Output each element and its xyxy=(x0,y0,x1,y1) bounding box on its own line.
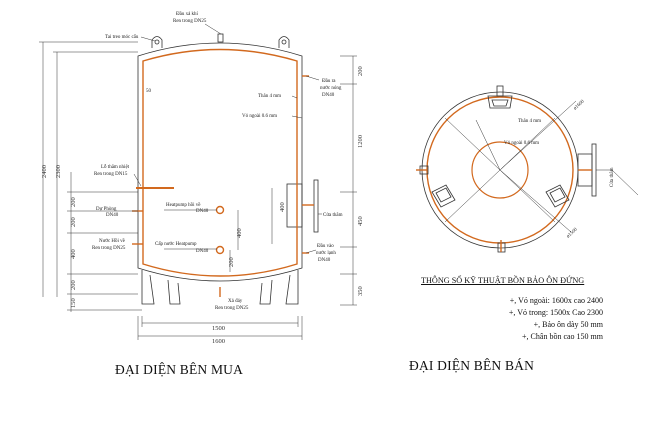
spec-line: +, Vỏ trong: 1500x Cao 2300 xyxy=(508,308,603,317)
center-ring xyxy=(471,141,529,199)
label-hp-supply-size: DN40 xyxy=(196,249,209,254)
dim-r200: 200 xyxy=(357,66,364,76)
label-cold-in-2: nước lạnh xyxy=(316,251,336,256)
spec-line: +, Bảo ôn dày 50 mm xyxy=(533,320,603,329)
label-vent: Đầu xả khí xyxy=(176,12,199,17)
label-thickness: Thân 4 mm xyxy=(258,94,281,99)
label-backup-size: DN40 xyxy=(106,213,119,218)
front-view xyxy=(137,33,319,305)
outer-shell xyxy=(137,42,303,282)
label-diameter-1600: ø1600 xyxy=(573,99,586,111)
dim-400: 400 xyxy=(70,249,77,259)
dim-150: 150 xyxy=(70,298,77,308)
label-manhole-left: Cửa thăm xyxy=(323,213,343,218)
label-thermo-port: Lỗ thăm nhiệt xyxy=(101,164,130,170)
top-vent-fitting xyxy=(217,33,224,43)
dim-m200: 200 xyxy=(228,257,235,267)
label-hot-out-3: DN40 xyxy=(322,93,335,98)
dim-2300: 2300 xyxy=(55,165,62,178)
dim-m400: 400 xyxy=(236,228,243,238)
lift-lug-right xyxy=(278,36,290,48)
leg-center-right xyxy=(259,279,273,305)
caption-seller: ĐẠI DIỆN BÊN BÁN xyxy=(409,358,535,373)
label-shell-top: Vỏ ngoài 0.6 mm xyxy=(504,141,539,146)
label-thermo-thread: Ren trong DN15 xyxy=(94,172,128,177)
caption-buyer: ĐẠI DIỆN BÊN MUA xyxy=(115,362,244,377)
label-return-water: Nước Hồi về xyxy=(99,239,126,244)
lift-lug-left xyxy=(151,36,163,48)
top-view xyxy=(416,85,639,253)
dim-200a: 200 xyxy=(70,197,77,207)
dim-r350: 350 xyxy=(357,286,364,296)
dim-2400: 2400 xyxy=(41,165,48,178)
dim-r1200: 1200 xyxy=(357,135,364,148)
spec-title: THÔNG SỐ KỸ THUẬT BỒN BẢO ÔN ĐỨNG xyxy=(421,276,585,285)
leg-left xyxy=(141,270,155,305)
label-drain-thread: Ren trong DN25 xyxy=(215,306,249,311)
inner-tank-front xyxy=(132,48,314,297)
annotations: Tai treo móc cẩu Đầu xả khí Ren trong DN… xyxy=(92,12,615,311)
leg-center-left xyxy=(167,279,181,305)
spec-line: +, Vỏ ngoài: 1600x cao 2400 xyxy=(509,296,603,305)
label-cold-in: Đầu vào xyxy=(317,244,334,249)
dim-200c: 200 xyxy=(70,280,77,290)
label-drain: Xả đáy xyxy=(228,299,243,304)
label-outer-shell: Vỏ ngoài 0.6 mm xyxy=(242,114,277,119)
dim-r450: 450 xyxy=(357,216,364,226)
dim-200b: 200 xyxy=(70,217,77,227)
label-thickness-top: Thân 4 mm xyxy=(518,119,541,124)
leg-right xyxy=(285,270,299,305)
label-hp-return: Heatpump hồi về xyxy=(166,203,201,208)
label-backup: Dự Phòng xyxy=(96,207,117,212)
bracket-left xyxy=(431,184,456,208)
label-hp-supply: Cấp nước Heatpump xyxy=(155,242,197,247)
dim-1600: 1600 xyxy=(212,338,225,345)
label-r50: 50 xyxy=(146,89,152,94)
bracket-right xyxy=(545,184,570,208)
label-diameter-1500: ø1500 xyxy=(566,227,579,239)
dim-m400b: 400 xyxy=(279,202,286,212)
label-return-thread: Ren trong DN25 xyxy=(92,246,126,251)
dimension-values: 2400 2300 200 200 400 200 150 200 1200 4… xyxy=(41,66,364,345)
label-hot-out-2: nước nóng xyxy=(320,86,342,91)
label-hot-out: Đầu ra xyxy=(322,79,336,84)
label-manhole-top: Cửa thăm xyxy=(610,167,615,187)
dimension-lines-left xyxy=(39,23,357,340)
label-hp-return-size: DN40 xyxy=(196,209,209,214)
spec-line: +, Chân bồn cao 150 mm xyxy=(522,332,603,341)
dim-1500: 1500 xyxy=(212,325,225,332)
label-lift-lug: Tai treo móc cẩu xyxy=(105,34,139,40)
label-vent-thread: Ren trong DN25 xyxy=(173,19,207,24)
label-cold-in-3: DN40 xyxy=(318,258,331,263)
bracket-top xyxy=(487,95,513,109)
manhole-left-view xyxy=(286,183,303,228)
